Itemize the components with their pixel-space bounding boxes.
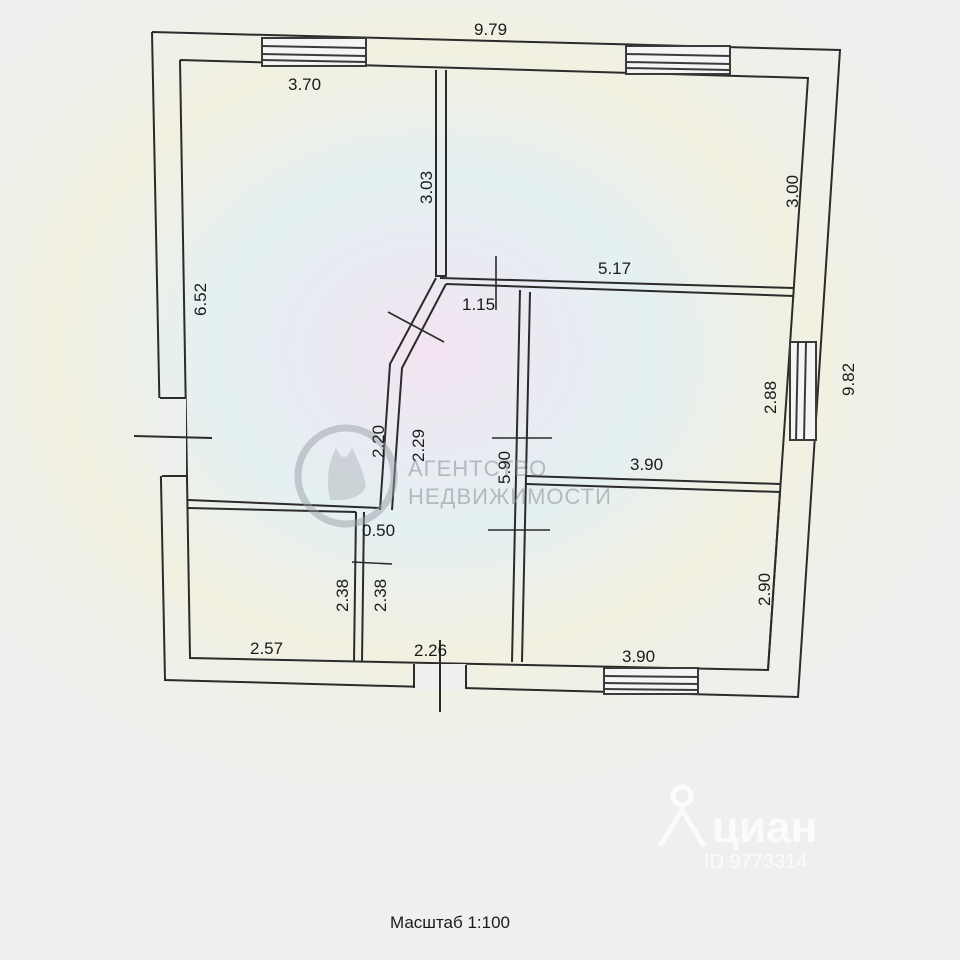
dim-partition-upper: 3.03	[417, 171, 436, 204]
dimension-labels: 9.79 3.70 6.52 3.03 3.00 5.17 1.15 9.82 …	[191, 20, 858, 666]
cian-id: ID 9773314	[704, 851, 807, 873]
dim-right-height: 9.82	[839, 363, 858, 396]
dim-room-bottom-right-width: 3.90	[622, 647, 655, 666]
bottom-entrance	[413, 640, 467, 712]
dim-top-width: 9.79	[474, 20, 507, 39]
dim-room-top-right-width: 5.17	[598, 259, 631, 278]
location-pin-icon	[657, 784, 707, 848]
dim-corridor-long: 5.90	[495, 451, 514, 484]
dim-corridor-top: 1.15	[462, 295, 495, 314]
watermark-line-1: АГЕНТСТВО	[408, 456, 547, 481]
window-right	[789, 341, 817, 441]
watermark-line-2: НЕДВИЖИМОСТИ	[408, 484, 612, 509]
dim-room-top-right-depth: 3.00	[783, 175, 802, 208]
window-top-left	[261, 37, 367, 67]
left-wall-opening	[133, 397, 213, 477]
window-bottom	[603, 667, 699, 695]
dim-room-mid-right-depth: 2.88	[761, 381, 780, 414]
dim-bath-b: 2.38	[371, 579, 390, 612]
hand-ok-icon	[294, 424, 398, 528]
dim-hall-width: 2.26	[414, 641, 447, 660]
cian-brand: циан	[712, 803, 817, 852]
dim-room-bottom-right-depth: 2.90	[755, 573, 774, 606]
dim-passage: 0.50	[362, 521, 395, 540]
dim-room-top-left-depth: 6.52	[191, 283, 210, 316]
window-top-right	[625, 45, 731, 75]
windows	[261, 37, 817, 695]
dim-corridor-wall-a: 2.20	[369, 425, 388, 458]
cian-watermark: циан ID 9773314	[657, 784, 817, 873]
dim-room-top-left-width: 3.70	[288, 75, 321, 94]
dim-room-mid-right-width: 3.90	[630, 455, 663, 474]
dim-bath-a: 2.38	[333, 579, 352, 612]
dim-room-bottom-left-width: 2.57	[250, 639, 283, 658]
door-marks	[351, 256, 552, 565]
agency-watermark: АГЕНТСТВО НЕДВИЖИМОСТИ	[294, 424, 612, 528]
dim-corridor-wall-b: 2.29	[409, 429, 428, 462]
scale-label: Масштаб 1:100	[390, 913, 510, 932]
interior-partitions	[187, 70, 795, 671]
